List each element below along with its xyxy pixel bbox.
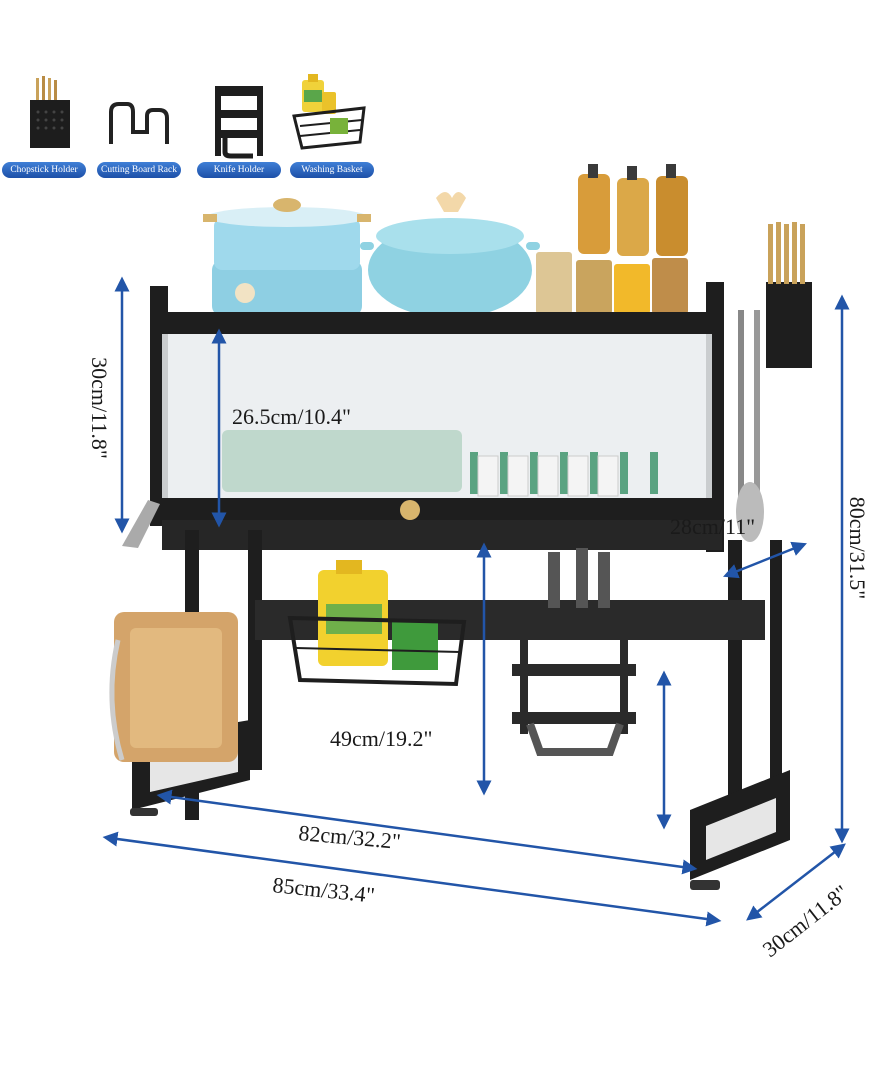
knife-holder-icon: [197, 72, 281, 160]
chopstick-holder-icon: [2, 72, 86, 160]
label-total-height: 80cm/31.5": [845, 497, 869, 599]
accessory-chopstick-holder: Chopstick Holder: [2, 72, 86, 180]
dim-line-total-width: [102, 831, 722, 927]
utensil-holder: [122, 222, 812, 548]
dishes: [222, 430, 658, 520]
accessory-washing-basket: Washing Basket: [290, 72, 374, 180]
knife-holder: [512, 548, 636, 756]
washing-basket-icon: [290, 72, 374, 160]
washing-basket: [287, 560, 467, 687]
dimension-lines: [102, 276, 850, 927]
dim-line-shelf-depth: [723, 541, 807, 579]
label-shelf-depth: 28cm/11": [670, 514, 755, 539]
blue-pot-round: [360, 192, 540, 318]
accessory-cutting-board-rack: Cutting Board Rack: [97, 72, 181, 180]
label-upper-height: 30cm/11.8": [87, 357, 112, 459]
label-base-depth: 30cm/11.8": [758, 880, 853, 962]
rack-frame: [130, 282, 790, 890]
accessory-label: Washing Basket: [290, 162, 374, 178]
blue-pot-large: [203, 198, 371, 316]
cutting-board: [109, 612, 238, 762]
accessory-label: Knife Holder: [197, 162, 281, 178]
spice-jars-and-oil-bottles: [536, 164, 688, 314]
label-total-width: 85cm/33.4": [271, 872, 376, 908]
accessory-label: Chopstick Holder: [2, 162, 86, 178]
accessory-label: Cutting Board Rack: [97, 162, 181, 178]
accessory-knife-holder: Knife Holder: [197, 72, 281, 180]
dim-line-base-depth: [746, 843, 846, 921]
label-lower-clearance: 49cm/19.2": [330, 726, 432, 751]
label-shelf-clearance: 26.5cm/10.4": [232, 404, 351, 429]
cutting-board-rack-icon: [97, 72, 181, 160]
label-inner-width: 82cm/32.2": [298, 820, 402, 854]
